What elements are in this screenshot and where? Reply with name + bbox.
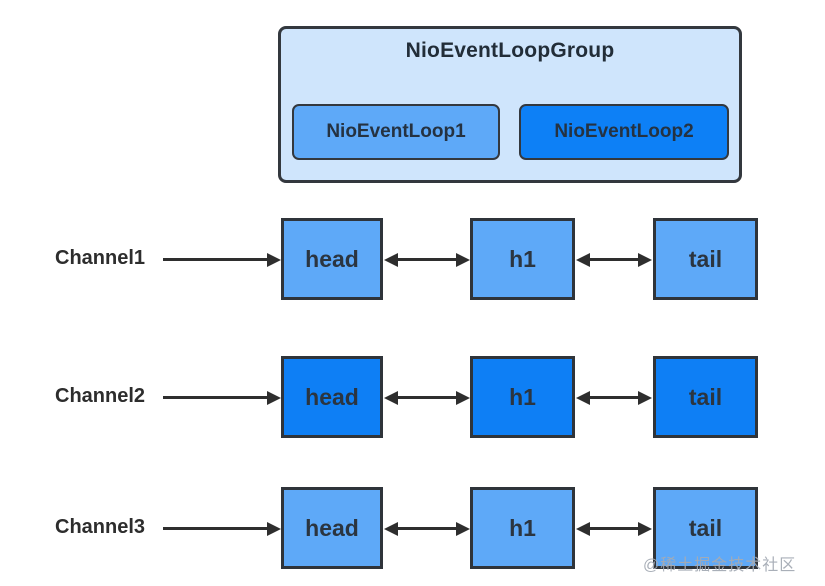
channel-3-label: Channel3: [55, 516, 146, 538]
arrowhead-right-icon: [267, 390, 281, 405]
channel-1-arrow-icon: [163, 252, 281, 267]
nio-event-loop-2-box: NioEventLoop2: [519, 104, 729, 160]
arrowhead-right-icon: [638, 390, 652, 405]
channel-2-h1-node: h1: [470, 356, 575, 438]
nio-event-loop-1-label: NioEventLoop1: [326, 121, 466, 142]
arrowhead-left-icon: [384, 252, 398, 267]
arrowhead-right-icon: [456, 521, 470, 536]
channel-3-h1-node: h1: [470, 487, 575, 569]
channel-3-double-arrow-2-icon: [576, 521, 652, 536]
channel-1-tail-node: tail: [653, 218, 758, 300]
arrowhead-left-icon: [384, 390, 398, 405]
group-title: NioEventLoopGroup: [405, 39, 615, 62]
head-label: head: [305, 514, 359, 541]
arrowhead-left-icon: [576, 252, 590, 267]
tail-label: tail: [688, 514, 723, 541]
channel-3-tail-node: tail: [653, 487, 758, 569]
channel-2-double-arrow-2-icon: [576, 390, 652, 405]
head-label: head: [305, 383, 359, 410]
arrowhead-right-icon: [456, 390, 470, 405]
channel-1-label: Channel1: [55, 247, 146, 269]
h1-label: h1: [509, 514, 536, 541]
channel-3-double-arrow-1-icon: [384, 521, 470, 536]
channel-1-h1-node: h1: [470, 218, 575, 300]
arrowhead-right-icon: [267, 521, 281, 536]
nio-event-loop-group-box: NioEventLoopGroup NioEventLoop1 NioEvent…: [278, 26, 742, 183]
channel-1-double-arrow-1-icon: [384, 252, 470, 267]
channel-2-double-arrow-1-icon: [384, 390, 470, 405]
h1-label: h1: [509, 383, 536, 410]
channel-2-label: Channel2: [55, 385, 146, 407]
channel-3-arrow-icon: [163, 521, 281, 536]
channel-1-double-arrow-2-icon: [576, 252, 652, 267]
nio-event-loop-1-box: NioEventLoop1: [292, 104, 500, 160]
h1-label: h1: [509, 245, 536, 272]
arrowhead-left-icon: [576, 521, 590, 536]
tail-label: tail: [688, 383, 723, 410]
arrowhead-right-icon: [638, 521, 652, 536]
channel-2-head-node: head: [281, 356, 383, 438]
channel-3-head-node: head: [281, 487, 383, 569]
channel-2-arrow-icon: [163, 390, 281, 405]
arrowhead-right-icon: [267, 252, 281, 267]
watermark: @稀土掘金技术社区: [643, 557, 797, 574]
nio-event-loop-2-label: NioEventLoop2: [554, 121, 694, 142]
arrowhead-right-icon: [456, 252, 470, 267]
arrowhead-right-icon: [638, 252, 652, 267]
channel-1-head-node: head: [281, 218, 383, 300]
channel-2-tail-node: tail: [653, 356, 758, 438]
tail-label: tail: [688, 245, 723, 272]
arrowhead-left-icon: [384, 521, 398, 536]
arrowhead-left-icon: [576, 390, 590, 405]
head-label: head: [305, 245, 359, 272]
